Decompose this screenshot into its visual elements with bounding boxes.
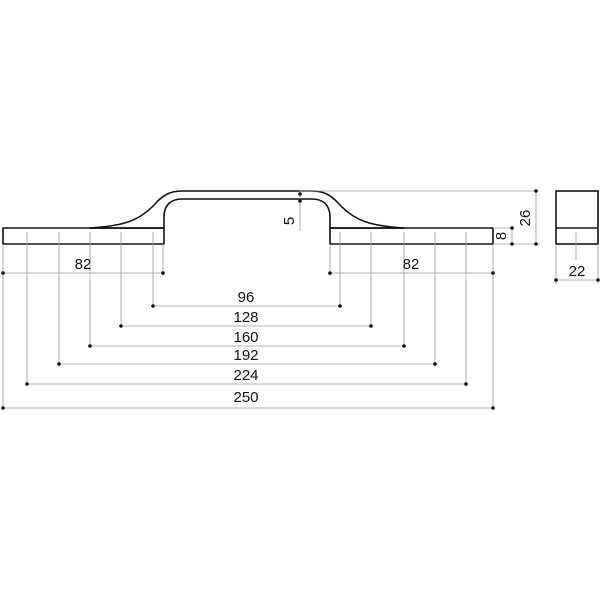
- handle-outline-right-bar: [329, 227, 494, 245]
- dim-c1: 96: [238, 289, 255, 306]
- gap-depth-annotation: [298, 190, 536, 231]
- handle-arch: [89, 190, 405, 229]
- dim-height: 26: [517, 210, 534, 227]
- height-annotations: [493, 189, 540, 246]
- profile-view: [554, 190, 600, 284]
- dim-gap-depth: 5: [281, 217, 298, 225]
- dim-total-length: 250: [233, 389, 258, 406]
- dim-right-offset: 82: [403, 256, 420, 273]
- dim-left-offset: 82: [75, 256, 92, 273]
- dim-c5: 224: [233, 367, 258, 384]
- dim-c4: 192: [233, 347, 258, 364]
- dim-c3: 160: [233, 329, 258, 346]
- extension-lines: [2, 232, 494, 408]
- dimension-lines: [3, 272, 493, 409]
- dim-c2: 128: [233, 309, 258, 326]
- dimension-endpoints: [1, 271, 495, 410]
- dim-profile-width: 22: [569, 263, 586, 280]
- dim-bar-thickness: 8: [493, 232, 510, 240]
